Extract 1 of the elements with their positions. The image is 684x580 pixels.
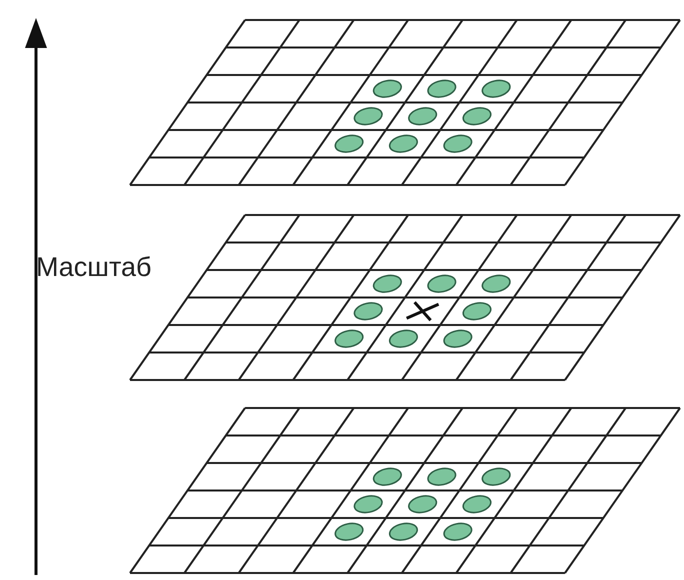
axis-label: Масштаб <box>36 252 152 283</box>
